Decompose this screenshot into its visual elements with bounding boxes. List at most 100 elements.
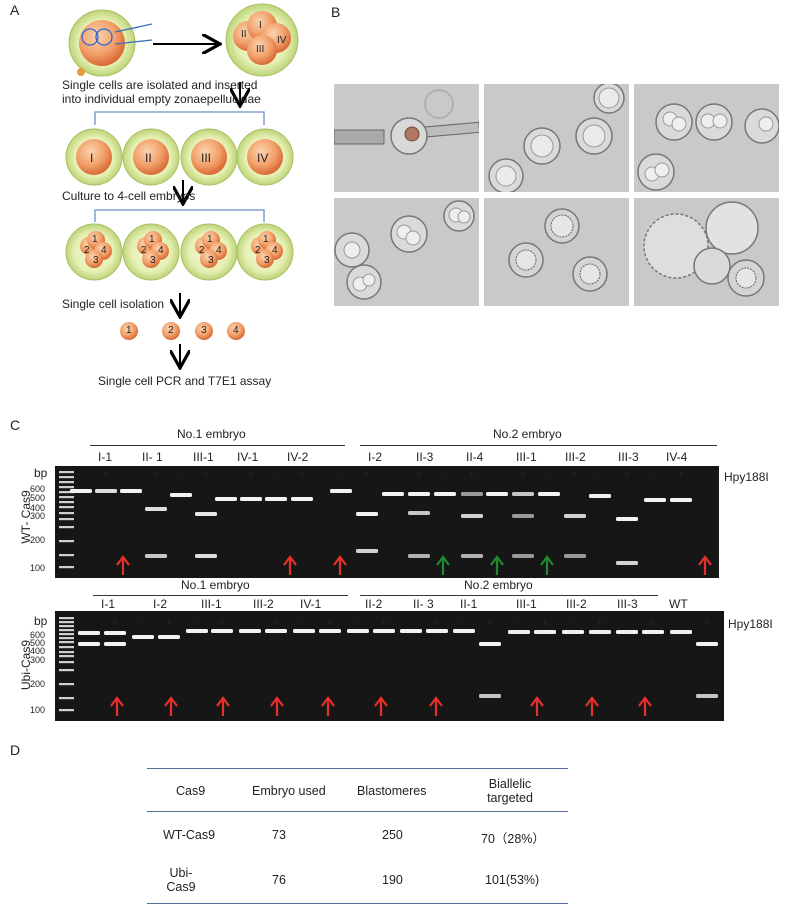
gel-band [696, 694, 718, 698]
gel-band [211, 629, 233, 633]
lane-sign: + [433, 614, 441, 629]
sample-label: III-2 [565, 450, 586, 464]
lane-sign: + [165, 614, 173, 629]
lane-sign: - [300, 614, 305, 629]
lane-sign: + [102, 466, 110, 481]
lane-sign: + [218, 614, 226, 629]
gel-band [479, 694, 501, 698]
micrograph-6 [634, 198, 779, 306]
lane-sign: - [441, 466, 446, 481]
gel-band [120, 489, 142, 493]
gel-band [461, 514, 483, 518]
cell-number: 1 [207, 234, 213, 245]
lane-sign: - [460, 614, 465, 629]
sample-label: I-2 [368, 450, 383, 464]
sample-label: III-2 [566, 597, 587, 611]
ladder-size-label: 600 [30, 630, 46, 640]
step-4-text: Single cell PCR and T7E1 assay [98, 374, 272, 388]
sample-label: IV-1 [300, 597, 322, 611]
gel-band [400, 629, 422, 633]
ubi-gel-image [55, 611, 724, 721]
result-arrow-icon [283, 555, 297, 575]
panel-d-label: D [10, 742, 21, 758]
gel-band [265, 497, 287, 501]
sample-label: IV-4 [666, 450, 688, 464]
gel-band [644, 498, 666, 502]
sample-label: II-2 [365, 597, 383, 611]
lane-sign: - [651, 466, 656, 481]
gel-band [145, 554, 167, 558]
step-1b-text: into individual empty zonaepellucidae [62, 92, 261, 106]
lane-sign: - [85, 614, 90, 629]
cell-embryo: 73 [272, 828, 286, 842]
sample-label: II-1 [460, 597, 478, 611]
gel-band [195, 512, 217, 516]
gel-band [562, 630, 584, 634]
gel-band [70, 489, 92, 493]
sample-label: III-2 [253, 597, 274, 611]
ladder-size-label: 600 [30, 484, 46, 494]
sample-label: II-3 [416, 450, 434, 464]
lane-sign: - [127, 466, 132, 481]
result-arrow-icon [530, 696, 544, 716]
cell-number: 2 [199, 245, 205, 256]
lane-sign: + [415, 466, 423, 481]
gel-band [426, 629, 448, 633]
result-arrow-icon [436, 555, 450, 575]
ladder-band [59, 476, 74, 479]
result-arrow-icon [585, 696, 599, 716]
lane-sign: - [139, 614, 144, 629]
cell-label: IV [257, 151, 269, 165]
cell-blastomeres: 190 [382, 873, 403, 887]
enzyme-label: Hpy188I [728, 617, 773, 631]
result-arrow-icon [374, 696, 388, 716]
table-top-rule [147, 768, 568, 769]
sample-label: III-1 [193, 450, 214, 464]
lane-sign: - [623, 614, 628, 629]
panel-b-label: B [331, 4, 341, 20]
gel-band [356, 512, 378, 516]
gel-band [356, 549, 378, 553]
gel-band [616, 630, 638, 634]
result-arrow-icon [638, 696, 652, 716]
lane-sign: + [380, 614, 388, 629]
ladder-size-label: 100 [30, 563, 46, 573]
gel-band [616, 517, 638, 521]
result-arrow-icon [164, 696, 178, 716]
gel-band [408, 554, 430, 558]
cell-label: I [90, 151, 94, 165]
result-arrow-icon [698, 555, 712, 575]
lane-sign: + [111, 614, 119, 629]
cell-embryo: 76 [272, 873, 286, 887]
ladder-band [59, 655, 74, 658]
lane-sign: - [177, 466, 182, 481]
cell-biallelic: 70（28%） [481, 832, 545, 846]
bp-label: bp [34, 466, 48, 480]
ladder-band [59, 481, 74, 484]
gel-band [186, 629, 208, 633]
gel-band [434, 492, 456, 496]
ladder-band [59, 486, 74, 489]
cell-label: I [259, 20, 262, 31]
gel-band [696, 642, 718, 646]
cell-number: 2 [255, 245, 261, 256]
lane-sign: - [389, 466, 394, 481]
sample-label: I-2 [153, 597, 168, 611]
gel-band [170, 493, 192, 497]
embryo-2-underline [360, 445, 717, 446]
cell-number: 4 [216, 245, 222, 256]
gel-band [564, 554, 586, 558]
lane-sign: - [515, 614, 520, 629]
bp-label: bp [34, 614, 48, 628]
ladder-size-label: 500 [30, 638, 46, 648]
ladder-band [59, 518, 74, 521]
ladder-band [59, 617, 74, 620]
gel-band [642, 630, 664, 634]
ladder-size-label: 100 [30, 705, 46, 715]
gel-band [589, 630, 611, 634]
ladder-size-label: 300 [30, 511, 46, 521]
ladder-size-label: 200 [30, 535, 46, 545]
cell-number: 3 [208, 255, 214, 266]
panel-a-label: A [10, 2, 20, 18]
lane-sign: + [363, 466, 371, 481]
